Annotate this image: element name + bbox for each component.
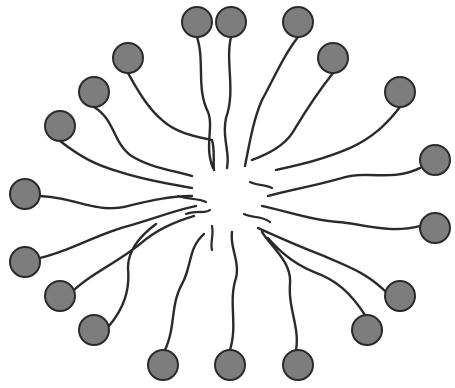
hydrophobic-tail	[38, 204, 198, 260]
core-tail-segment	[176, 194, 208, 204]
hydrophobic-tail	[58, 139, 194, 190]
core-tail-segment	[210, 224, 214, 252]
hydrophobic-tail	[260, 204, 422, 231]
hydrophobic-tail	[274, 105, 402, 172]
hydrophobic-tail	[228, 230, 239, 352]
hydrophilic-head	[351, 314, 383, 346]
hydrophobic-tail	[266, 166, 422, 198]
hydrophilic-head	[384, 76, 416, 108]
hydrophobic-tails	[38, 35, 422, 352]
hydrophobic-tail	[92, 105, 194, 178]
hydrophobic-tail	[107, 222, 158, 328]
core-tail-segment	[184, 208, 212, 216]
hydrophobic-tail	[266, 236, 367, 317]
hydrophobic-tail	[126, 71, 216, 172]
hydrophilic-head	[282, 349, 314, 381]
hydrophilic-head	[44, 280, 76, 312]
hydrophilic-head	[78, 314, 110, 346]
hydrophilic-head	[317, 42, 349, 74]
hydrophobic-tail	[256, 226, 388, 294]
core-tail-segment	[242, 212, 272, 224]
hydrophilic-head	[282, 6, 314, 38]
hydrophilic-head	[419, 212, 451, 244]
hydrophobic-tail	[260, 230, 298, 352]
hydrophobic-tail	[72, 214, 196, 292]
core-tail-segment	[248, 180, 274, 190]
hydrophilic-head	[112, 42, 144, 74]
hydrophilic-head	[9, 246, 41, 278]
hydrophilic-head	[384, 280, 416, 312]
hydrophilic-head	[78, 76, 110, 108]
hydrophilic-heads	[9, 6, 451, 381]
hydrophobic-tail	[243, 35, 300, 168]
hydrophobic-tail	[195, 35, 215, 170]
hydrophilic-head	[214, 349, 246, 381]
hydrophobic-tail	[38, 194, 194, 210]
hydrophobic-tail	[223, 35, 233, 170]
hydrophilic-head	[419, 144, 451, 176]
hydrophobic-tail	[163, 232, 206, 352]
hydrophilic-head	[181, 6, 213, 38]
hydrophilic-head	[147, 349, 179, 381]
hydrophilic-head	[44, 110, 76, 142]
hydrophilic-head	[215, 6, 247, 38]
hydrophobic-tail	[250, 71, 335, 162]
hydrophilic-head	[9, 178, 41, 210]
